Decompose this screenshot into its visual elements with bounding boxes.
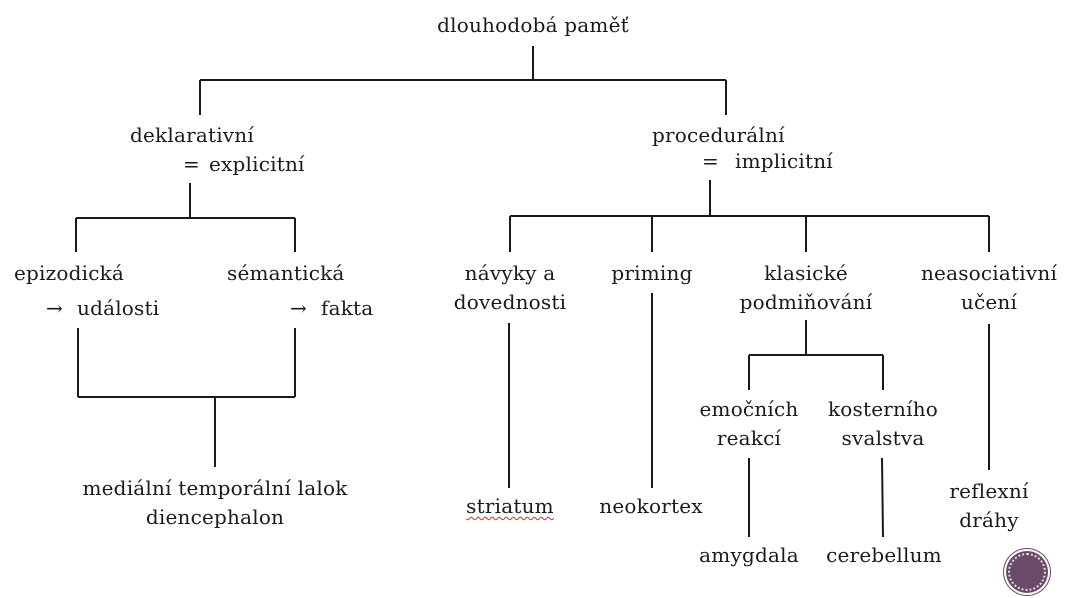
arrow-right-icon: → xyxy=(290,296,307,320)
node-events: události xyxy=(77,296,160,320)
node-skills: dovednosti xyxy=(453,290,567,314)
region-reflex: reflexní xyxy=(949,479,1029,503)
node-procedural-equals: = xyxy=(702,149,719,173)
node-learning: učení xyxy=(960,290,1018,314)
node-episodic: epizodická xyxy=(14,261,125,285)
region-diencephalon: diencephalon xyxy=(145,505,285,529)
connector-skeletal-cerebellum xyxy=(881,457,884,538)
node-skeletal: kosterního xyxy=(827,397,939,421)
node-facts: fakta xyxy=(321,296,374,320)
dotted-circle-icon xyxy=(1004,549,1050,595)
node-priming: priming xyxy=(611,261,693,285)
node-muscles: svalstva xyxy=(841,426,925,450)
region-amygdala: amygdala xyxy=(699,543,799,567)
node-nonassociative: neasociativní xyxy=(920,261,1058,285)
region-cerebellum: cerebellum xyxy=(826,543,942,567)
node-procedural: procedurální xyxy=(652,123,785,147)
node-classical: klasické xyxy=(764,261,848,285)
node-long-term-memory: dlouhodobá paměť xyxy=(437,13,629,37)
node-implicit: implicitní xyxy=(735,149,833,173)
region-pathways: dráhy xyxy=(959,508,1019,532)
node-declarative-equals: = xyxy=(183,152,200,176)
node-explicit: explicitní xyxy=(209,152,305,176)
arrow-right-icon: → xyxy=(46,296,63,320)
node-conditioning: podmiňování xyxy=(739,290,873,314)
region-neocortex: neokortex xyxy=(599,494,703,518)
node-reactions: reakcí xyxy=(716,426,782,450)
node-semantic: sémantická xyxy=(227,261,345,285)
node-habits: návyky a xyxy=(464,261,556,285)
node-emotional: emočních xyxy=(699,397,799,421)
region-striatum: striatum xyxy=(466,494,554,518)
dotted-ring xyxy=(1008,553,1046,591)
node-declarative: deklarativní xyxy=(130,123,254,147)
region-medial-temporal-lobe: mediální temporální lalok xyxy=(82,476,348,500)
